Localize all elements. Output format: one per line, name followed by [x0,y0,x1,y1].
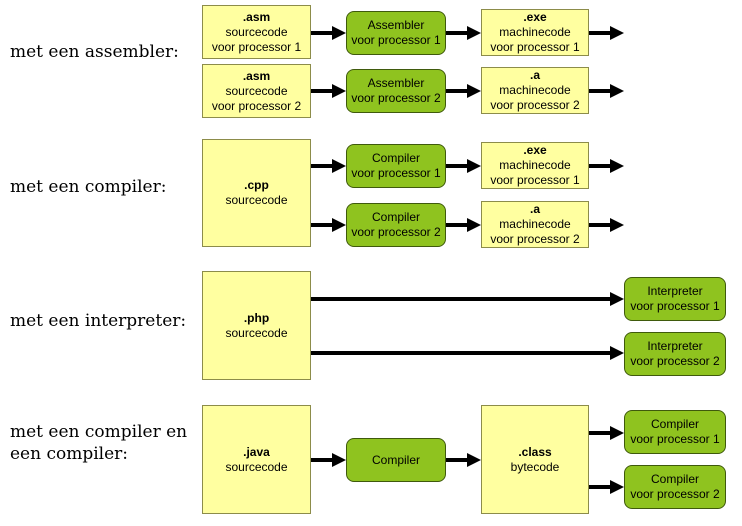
tool-target: voor processor 1 [351,166,441,180]
arrow [589,159,624,173]
tool-name: Compiler [371,151,420,165]
compiler-processor-2: Compiler voor processor 2 [346,203,446,247]
row-label-compiler-compiler-line1: met een compiler en [10,422,188,442]
file-extension: .a [529,202,540,216]
tool-name: Interpreter [647,284,703,298]
tool-target: voor processor 1 [351,33,441,47]
assembler-processor-1: Assembler voor processor 1 [346,11,446,55]
output-file-a-1: .a machinecode voor processor 2 [481,67,589,114]
source-file-php: .php sourcecode [202,271,311,380]
file-extension: .class [518,444,552,459]
compiler-processor-1: Compiler voor processor 1 [346,144,446,188]
arrow [311,453,346,467]
tool-target: voor processor 1 [630,299,720,313]
file-extension: .php [243,310,270,325]
file-kind: sourcecode [225,325,288,340]
arrow [446,84,481,98]
arrow [446,218,481,232]
arrow [311,218,346,232]
arrow [589,26,624,40]
file-kind: sourcecode [225,459,288,474]
arrow [311,26,346,40]
tool-target: voor processor 1 [630,432,720,446]
tool-name: Assembler [367,18,425,32]
interpreter-processor-2: Interpreter voor processor 2 [624,332,726,376]
file-target: voor processor 2 [211,98,302,113]
source-file-asm-1: .asm sourcecode voor processor 1 [202,5,311,59]
tool-target: voor processor 2 [630,354,720,368]
arrow [589,84,624,98]
arrow [446,159,481,173]
file-kind: machinecode [499,83,571,97]
arrow [589,218,624,232]
file-target: voor processor 1 [490,40,580,54]
row-label-assembler: met een assembler: [10,42,179,62]
output-file-a-2: .a machinecode voor processor 2 [481,201,589,248]
bytecode-file-class: .class bytecode [481,405,589,514]
tool-name: Compiler [650,472,699,486]
compiler-processor-2-jit: Compiler voor processor 2 [624,465,726,509]
arrow [446,453,481,467]
file-kind: machinecode [499,25,571,39]
arrow [446,26,481,40]
row-label-interpreter: met een interpreter: [10,311,187,331]
file-kind: machinecode [499,158,571,172]
tool-name: Assembler [367,76,425,90]
tool-name: Interpreter [647,339,703,353]
tool-target: voor processor 2 [351,91,441,105]
file-extension: .a [529,68,540,82]
source-file-java: .java sourcecode [202,405,311,514]
output-file-exe-2: .exe machinecode voor processor 1 [481,142,589,189]
file-kind: machinecode [499,217,571,231]
file-target: voor processor 1 [490,173,580,187]
file-extension: .exe [523,143,547,157]
file-kind: sourcecode [225,193,288,207]
tool-target: voor processor 2 [630,487,720,501]
tool-name: Compiler [371,452,420,467]
compiler-bytecode: Compiler [346,438,446,482]
file-target: voor processor 2 [490,232,580,246]
row-label-compiler: met een compiler: [10,177,167,197]
arrow [589,426,624,440]
arrow [311,84,346,98]
file-kind: sourcecode [225,24,288,39]
tool-name: Compiler [650,417,699,431]
tool-target: voor processor 2 [351,225,441,239]
arrow [311,292,624,306]
file-target: voor processor 2 [490,98,580,112]
file-kind: bytecode [510,459,560,474]
source-file-cpp: .cpp sourcecode [202,139,311,247]
file-extension: .asm [242,9,271,24]
file-target: voor processor 1 [211,39,302,54]
file-extension: .exe [523,10,547,24]
output-file-exe-1: .exe machinecode voor processor 1 [481,9,589,56]
interpreter-processor-1: Interpreter voor processor 1 [624,277,726,321]
arrow [311,159,346,173]
arrow [311,346,624,360]
file-kind: sourcecode [225,83,288,98]
file-extension: .cpp [244,178,269,192]
compiler-processor-1-jit: Compiler voor processor 1 [624,410,726,454]
file-extension: .java [243,444,270,459]
file-extension: .asm [242,68,271,83]
row-label-compiler-compiler-line2: een compiler: [10,444,129,464]
arrow [589,480,624,494]
tool-name: Compiler [371,210,420,224]
source-file-asm-2: .asm sourcecode voor processor 2 [202,64,311,118]
assembler-processor-2: Assembler voor processor 2 [346,69,446,113]
